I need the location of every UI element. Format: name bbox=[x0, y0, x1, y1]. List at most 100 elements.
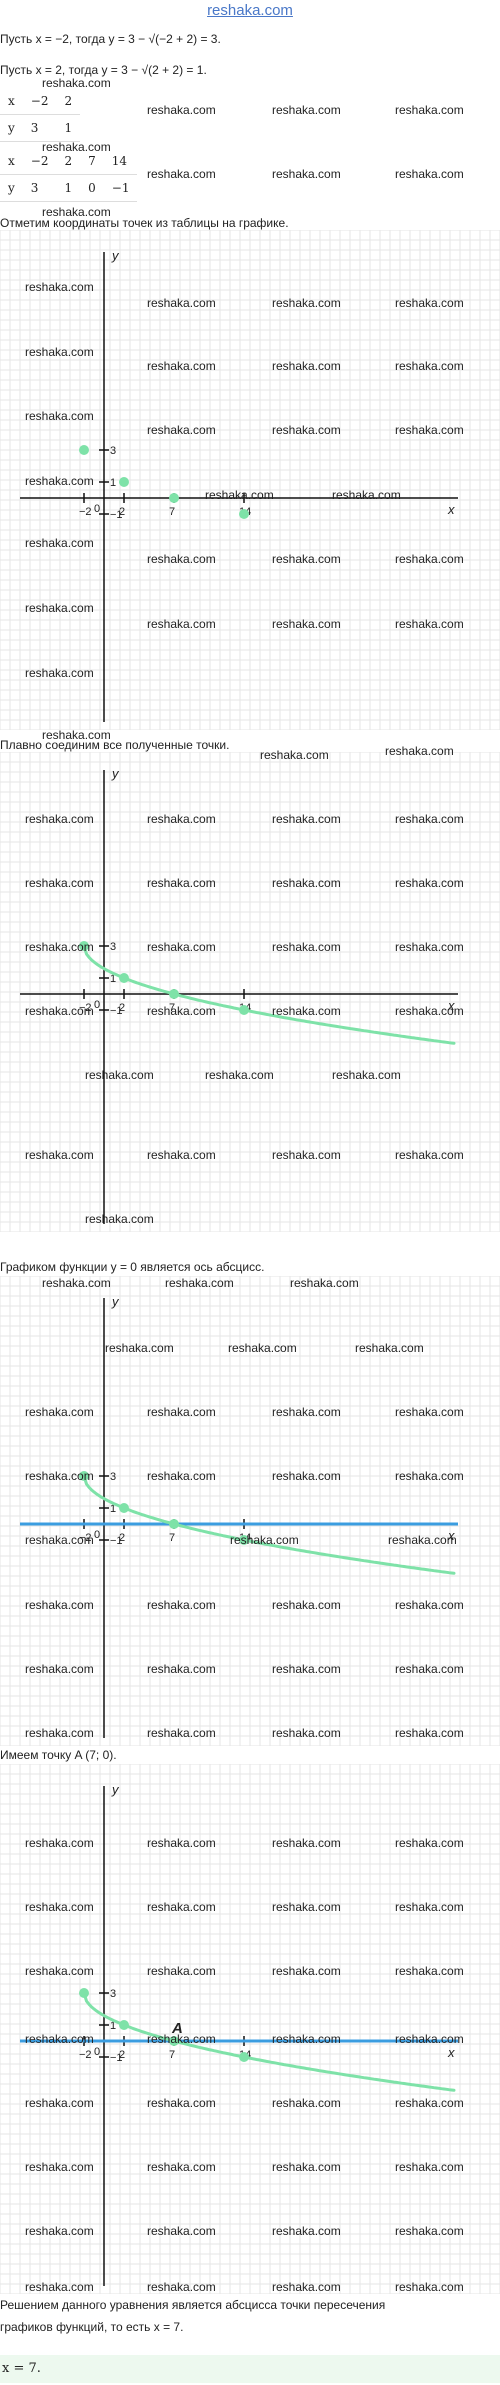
watermark: reshaka.com bbox=[147, 1598, 216, 1612]
watermark: reshaka.com bbox=[25, 1405, 94, 1419]
origin-label: 0 bbox=[94, 503, 100, 515]
table-cell: −2 bbox=[22, 148, 57, 175]
watermark: reshaka.com bbox=[395, 1900, 464, 1914]
point-a-label: A bbox=[171, 2020, 183, 2037]
x-tick-label: 2 bbox=[119, 1532, 125, 1544]
table-cell: 3 bbox=[22, 114, 57, 142]
watermark: reshaka.com bbox=[85, 1212, 154, 1226]
watermark: reshaka.com bbox=[25, 1598, 94, 1612]
data-point bbox=[119, 973, 129, 983]
watermark: reshaka.com bbox=[272, 1662, 341, 1676]
y-axis-label: y bbox=[111, 766, 120, 781]
watermark: reshaka.com bbox=[395, 167, 464, 181]
watermark: reshaka.com bbox=[395, 1405, 464, 1419]
watermark: reshaka.com bbox=[25, 1004, 94, 1018]
watermark: reshaka.com bbox=[395, 2096, 464, 2110]
x-tick-label: 2 bbox=[119, 1002, 125, 1014]
graph-4: xy0−2271431−1A bbox=[0, 1764, 500, 2294]
watermark: reshaka.com bbox=[272, 2280, 341, 2294]
site-title-link[interactable]: reshaka.com bbox=[207, 2, 293, 19]
watermark: reshaka.com bbox=[165, 1276, 234, 1290]
table-cell: 7 bbox=[80, 148, 104, 175]
answer-text: x = 7. bbox=[2, 2361, 41, 2376]
watermark: reshaka.com bbox=[147, 812, 216, 826]
watermark: reshaka.com bbox=[272, 359, 341, 373]
graph-svg: xy0−2271431−1A bbox=[0, 1764, 500, 2294]
y-tick-label: 3 bbox=[110, 445, 116, 457]
watermark: reshaka.com bbox=[42, 76, 111, 90]
watermark: reshaka.com bbox=[395, 617, 464, 631]
graph-2: xy0−2271431−1 bbox=[0, 752, 500, 1232]
watermark: reshaka.com bbox=[395, 423, 464, 437]
watermark: reshaka.com bbox=[272, 1964, 341, 1978]
watermark: reshaka.com bbox=[147, 167, 216, 181]
y-axis-label: y bbox=[111, 248, 120, 263]
watermark: reshaka.com bbox=[105, 1341, 174, 1355]
text-connect: Плавно соединим все полученные точки. bbox=[0, 738, 230, 752]
watermark: reshaka.com bbox=[272, 1405, 341, 1419]
watermark: reshaka.com bbox=[147, 359, 216, 373]
watermark: reshaka.com bbox=[25, 2160, 94, 2174]
table-cell: x bbox=[0, 148, 23, 175]
x-axis-label: x bbox=[447, 998, 455, 1013]
watermark: reshaka.com bbox=[290, 1276, 359, 1290]
watermark: reshaka.com bbox=[147, 2224, 216, 2238]
x-tick-label: −2 bbox=[79, 2049, 92, 2061]
watermark: reshaka.com bbox=[25, 1964, 94, 1978]
origin-label: 0 bbox=[94, 1529, 100, 1541]
watermark: reshaka.com bbox=[42, 728, 111, 742]
table-cell: x bbox=[0, 88, 23, 115]
table-row: x −2 2 7 14 bbox=[0, 148, 138, 175]
data-point bbox=[239, 1535, 249, 1545]
x-tick-label: −2 bbox=[79, 1002, 92, 1014]
data-point bbox=[169, 2036, 179, 2046]
table-cell: 0 bbox=[80, 174, 104, 202]
text-conclusion-1: Решением данного уравнения является абсц… bbox=[0, 2298, 386, 2312]
watermark: reshaka.com bbox=[395, 2224, 464, 2238]
table-cell: 14 bbox=[103, 148, 138, 175]
watermark: reshaka.com bbox=[272, 423, 341, 437]
watermark: reshaka.com bbox=[395, 1004, 464, 1018]
watermark: reshaka.com bbox=[395, 1836, 464, 1850]
data-point bbox=[79, 1988, 89, 1998]
data-point bbox=[119, 1503, 129, 1513]
watermark: reshaka.com bbox=[25, 666, 94, 680]
y-tick-label: 3 bbox=[110, 941, 116, 953]
watermark: reshaka.com bbox=[25, 1726, 94, 1740]
watermark: reshaka.com bbox=[147, 1405, 216, 1419]
watermark: reshaka.com bbox=[25, 345, 94, 359]
watermark: reshaka.com bbox=[147, 1900, 216, 1914]
graph-1: xy0−2271431−1 bbox=[0, 230, 500, 730]
watermark: reshaka.com bbox=[272, 1726, 341, 1740]
table-cell: −2 bbox=[22, 88, 57, 115]
watermark: reshaka.com bbox=[272, 617, 341, 631]
watermark: reshaka.com bbox=[42, 205, 111, 219]
watermark: reshaka.com bbox=[395, 940, 464, 954]
data-point bbox=[169, 1519, 179, 1529]
watermark: reshaka.com bbox=[25, 409, 94, 423]
watermark: reshaka.com bbox=[272, 103, 341, 117]
watermark: reshaka.com bbox=[395, 1662, 464, 1676]
watermark: reshaka.com bbox=[395, 1964, 464, 1978]
watermark: reshaka.com bbox=[395, 2160, 464, 2174]
function-curve bbox=[82, 1991, 456, 2092]
y-axis-label: y bbox=[111, 1294, 120, 1309]
watermark: reshaka.com bbox=[272, 876, 341, 890]
data-point bbox=[169, 989, 179, 999]
text-point-a: Имеем точку A (7; 0). bbox=[0, 1748, 117, 1762]
watermark: reshaka.com bbox=[25, 1148, 94, 1162]
table-cell: 1 bbox=[56, 174, 81, 202]
watermark: reshaka.com bbox=[205, 1068, 274, 1082]
watermark: reshaka.com bbox=[395, 876, 464, 890]
watermark: reshaka.com bbox=[147, 1964, 216, 1978]
watermark: reshaka.com bbox=[272, 1900, 341, 1914]
watermark: reshaka.com bbox=[395, 812, 464, 826]
watermark: reshaka.com bbox=[147, 940, 216, 954]
y-tick-label: 1 bbox=[110, 2020, 116, 2032]
table-cell: 2 bbox=[56, 88, 81, 115]
watermark: reshaka.com bbox=[25, 474, 94, 488]
text-axis-graph: Графиком функции y = 0 является ось абсц… bbox=[0, 1260, 265, 1274]
x-tick-label: 7 bbox=[169, 1532, 175, 1544]
x-tick-label: 7 bbox=[169, 2049, 175, 2061]
watermark: reshaka.com bbox=[228, 1341, 297, 1355]
